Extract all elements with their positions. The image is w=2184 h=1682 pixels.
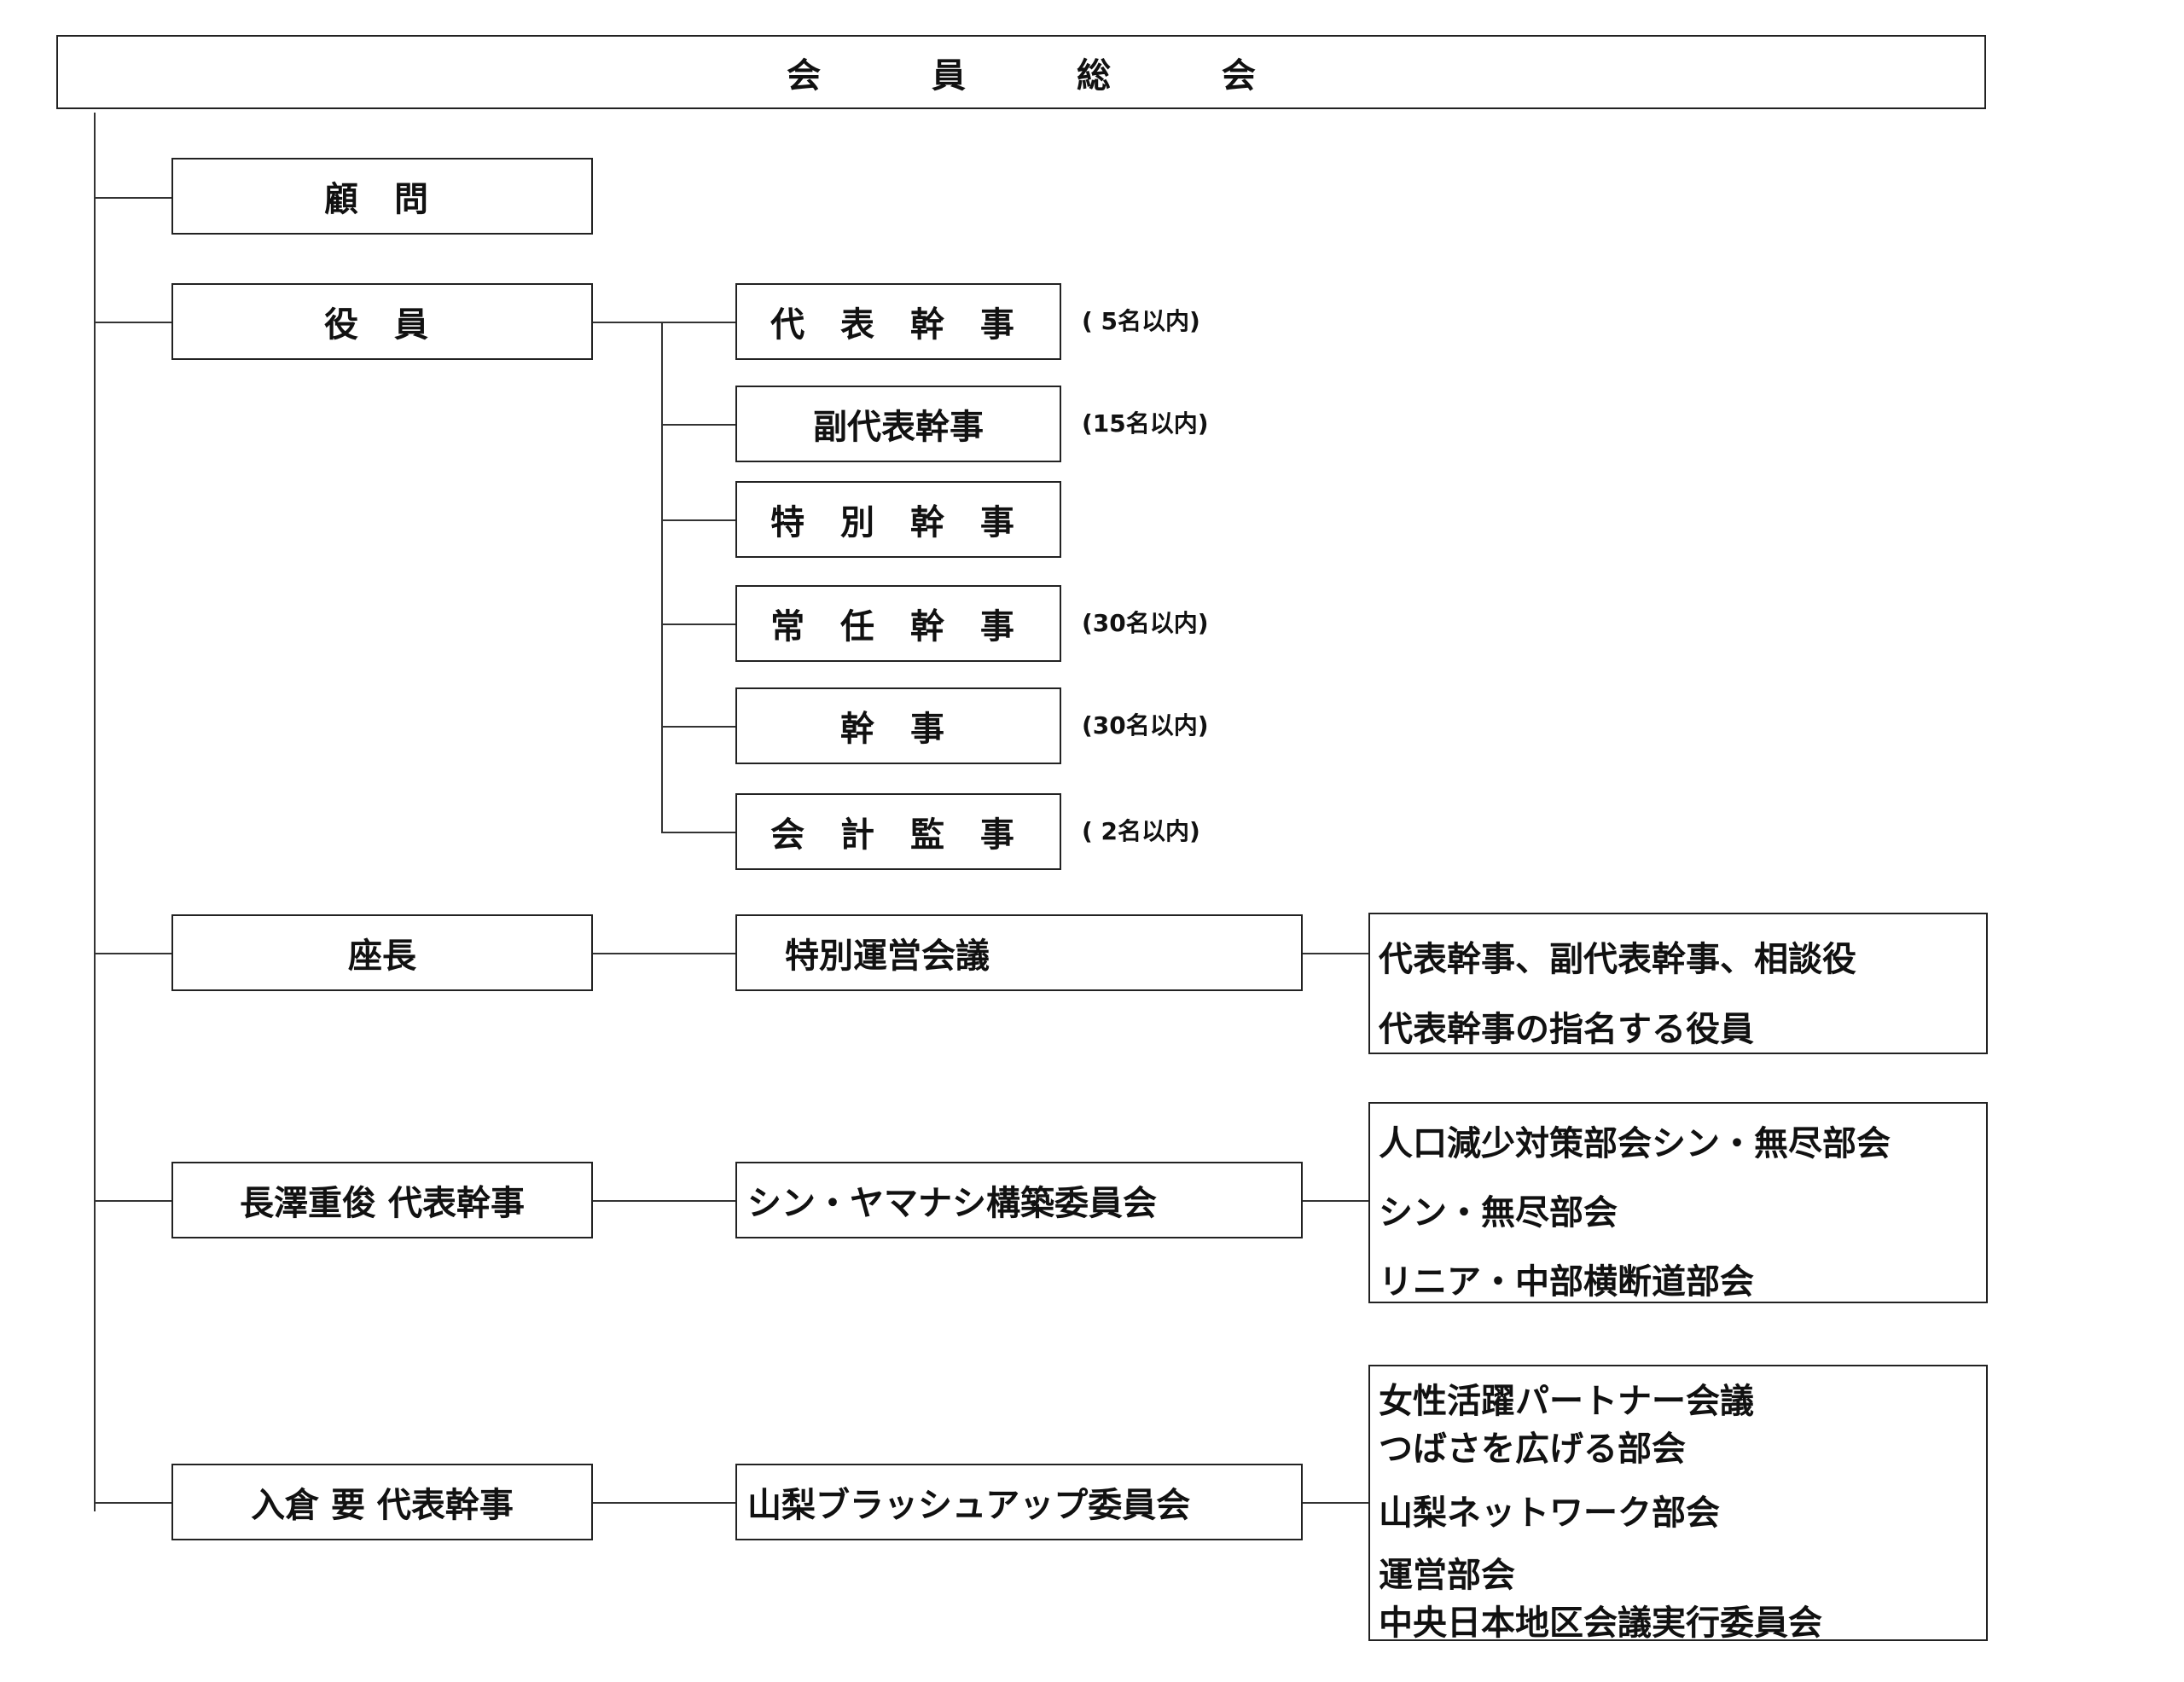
irikura-box: 入倉 要 代表幹事: [171, 1464, 593, 1540]
nagasawa-box: 長澤重俊 代表幹事: [171, 1162, 593, 1238]
role-note-1: ( 5名以内): [1082, 307, 1200, 335]
brushup-subgroups-box: 女性活躍パートナー会議 つばさを広げる部会 山梨ネットワーク部会 運営部会 中央…: [1368, 1365, 1988, 1643]
role-auditor: 会 計 監 事: [735, 793, 1061, 870]
role-secretary: 幹 事: [735, 687, 1061, 764]
shin-yamanashi-subgroups-box: 人口減少対策部会シン・無尽部会 シン・無尽部会 リニア・中部横断道部会: [1368, 1102, 1988, 1303]
role-note-5: (30名以内): [1082, 711, 1209, 740]
list-item: 人口減少対策部会シン・無尽部会: [1379, 1124, 1891, 1163]
connector-committee-subgroups: [1301, 1200, 1369, 1202]
connector-role-4: [661, 624, 736, 625]
special-meeting-members-box: 代表幹事、副代表幹事、相談役 代表幹事の指名する役員: [1368, 913, 1988, 1054]
list-item: リニア・中部横断道部会: [1379, 1262, 1754, 1302]
role-standing-secretary: 常 任 幹 事: [735, 585, 1061, 662]
role-representative-secretary: 代 表 幹 事: [735, 283, 1061, 360]
chair-box: 座長: [171, 914, 593, 991]
connector-nagasawa: [94, 1200, 172, 1202]
shin-yamanashi-committee-box: シン・ヤマナシ構築委員会: [735, 1162, 1303, 1238]
special-steering-meeting-box: 特別運営会議: [735, 914, 1303, 991]
role-special-secretary: 特 別 幹 事: [735, 481, 1061, 558]
brushup-committee-box: 山梨ブラッシュアップ委員会: [735, 1464, 1303, 1540]
list-item: 運営部会: [1379, 1556, 1515, 1595]
list-item: 代表幹事、副代表幹事、相談役: [1379, 940, 1856, 979]
officers-branch-line: [661, 322, 663, 832]
connector-role-3: [661, 519, 736, 521]
list-item: シン・無尽部会: [1379, 1193, 1618, 1232]
connector-chair-meeting: [591, 953, 736, 954]
trunk-line: [94, 113, 96, 1511]
list-item: 女性活躍パートナー会議: [1379, 1382, 1754, 1421]
role-note-2: (15名以内): [1082, 409, 1209, 438]
list-item: 中央日本地区会議実行委員会: [1379, 1604, 1822, 1643]
connector-role-6: [661, 832, 736, 833]
connector-advisor: [94, 197, 172, 199]
list-item: つばさを広げる部会: [1379, 1430, 1686, 1469]
connector-meeting-members: [1301, 953, 1369, 954]
officers-box: 役 員: [171, 283, 593, 360]
connector-role-2: [661, 424, 736, 426]
advisor-box: 顧 問: [171, 158, 593, 235]
connector-role-5: [661, 726, 736, 728]
general-assembly-box: 会 員 総 会: [56, 35, 1986, 109]
connector-brushup-subgroups: [1301, 1502, 1369, 1504]
list-item: 山梨ネットワーク部会: [1379, 1494, 1720, 1533]
list-item: 代表幹事の指名する役員: [1379, 1010, 1754, 1049]
role-note-4: (30名以内): [1082, 609, 1209, 637]
role-note-6: ( 2名以内): [1082, 817, 1200, 845]
connector-irikura-committee: [591, 1502, 736, 1504]
connector-irikura: [94, 1502, 172, 1504]
connector-officers-branch: [591, 322, 736, 323]
connector-officers: [94, 322, 172, 323]
role-vice-representative-secretary: 副代表幹事: [735, 386, 1061, 462]
connector-chair: [94, 953, 172, 954]
connector-nagasawa-committee: [591, 1200, 736, 1202]
